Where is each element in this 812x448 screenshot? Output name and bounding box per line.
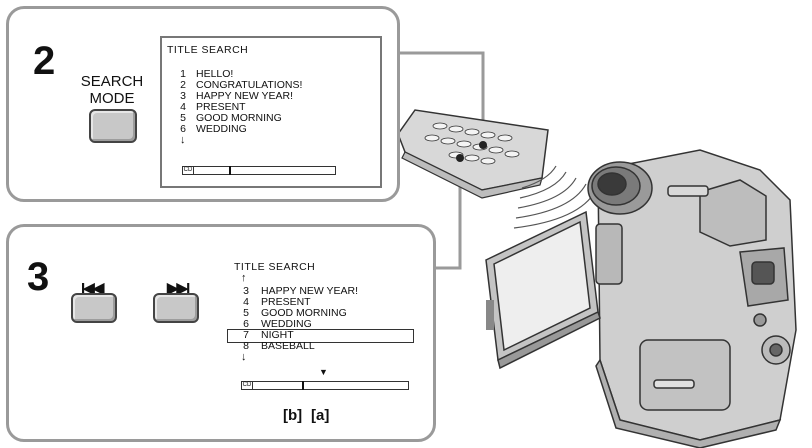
- list-item: 4 PRESENT: [162, 102, 380, 113]
- infrared-signal-icon: [513, 165, 597, 229]
- search-mode-label-line2: MODE: [89, 90, 135, 107]
- connector-line-step3: [434, 158, 462, 270]
- cassette-memory-icon: CD: [242, 382, 253, 389]
- item-title: HELLO!: [196, 68, 234, 80]
- list-item: 6 WEDDING: [229, 319, 418, 330]
- list-item: 6 WEDDING: [162, 124, 380, 135]
- item-number: 3: [243, 285, 249, 297]
- remote-commander-icon: [397, 109, 549, 199]
- item-number: 6: [180, 123, 186, 135]
- item-number: 4: [243, 296, 249, 308]
- step-2-panel: 2 SEARCH MODE TITLE SEARCH 1 HELLO! 2 CO…: [6, 6, 400, 202]
- item-number: 1: [180, 68, 186, 80]
- search-mode-label: SEARCH MODE: [71, 73, 153, 107]
- item-number: 7: [243, 329, 249, 341]
- step-number: 3: [27, 255, 50, 299]
- list-item-selected: 7 NIGHT: [229, 330, 418, 341]
- list-item: 1 HELLO!: [162, 69, 380, 80]
- item-title: PRESENT: [196, 101, 246, 113]
- previous-button[interactable]: [71, 293, 117, 323]
- list-item: 8 BASEBALL: [229, 341, 418, 352]
- tape-position-bar: CD: [241, 381, 409, 390]
- list-item: 3 HAPPY NEW YEAR!: [229, 286, 418, 297]
- item-title: HAPPY NEW YEAR!: [261, 285, 359, 297]
- list-item: 3 HAPPY NEW YEAR!: [162, 91, 380, 102]
- list-item: 5 GOOD MORNING: [229, 308, 418, 319]
- step-number: 2: [33, 39, 56, 83]
- search-mode-button[interactable]: [89, 109, 137, 143]
- title-search-screen: TITLE SEARCH ↑ 3 HAPPY NEW YEAR! 4 PRESE…: [227, 257, 420, 401]
- item-title: WEDDING: [196, 123, 247, 135]
- scroll-down-icon: ↓: [180, 134, 186, 146]
- screen-title: TITLE SEARCH: [167, 44, 249, 56]
- item-number: 3: [180, 90, 186, 102]
- item-title: GOOD MORNING: [196, 112, 282, 124]
- list-item: 2 CONGRATULATIONS!: [162, 80, 380, 91]
- scroll-up-icon: ↑: [241, 272, 247, 284]
- previous-icon: I◀◀: [81, 280, 104, 297]
- item-title: NIGHT: [261, 329, 294, 341]
- list-item: 4 PRESENT: [229, 297, 418, 308]
- connector-line-step2: [398, 51, 485, 145]
- item-number: 6: [243, 318, 249, 330]
- callout-b-label: [b]: [283, 407, 303, 424]
- item-title: HAPPY NEW YEAR!: [196, 90, 294, 102]
- tape-position-bar: CD: [182, 166, 336, 175]
- item-title: GOOD MORNING: [261, 307, 347, 319]
- item-number: 8: [243, 340, 249, 352]
- step-3-panel: 3 I◀◀ ▶▶I TITLE SEARCH ↑ 3 HAPPY NEW YEA…: [6, 224, 436, 442]
- item-title: PRESENT: [261, 296, 311, 308]
- current-position-marker: [302, 381, 304, 390]
- next-icon: ▶▶I: [167, 280, 190, 297]
- scroll-down-icon: ↓: [241, 351, 247, 363]
- title-search-screen: TITLE SEARCH 1 HELLO! 2 CONGRATULATIONS!…: [160, 36, 382, 188]
- next-button[interactable]: [153, 293, 199, 323]
- item-number: 5: [180, 112, 186, 124]
- camcorder-icon: [485, 149, 797, 448]
- item-number: 5: [243, 307, 249, 319]
- item-title: CONGRATULATIONS!: [196, 79, 303, 91]
- current-position-marker: [229, 166, 231, 175]
- item-number: 4: [180, 101, 186, 113]
- selected-row-highlight: [227, 329, 414, 343]
- item-title: WEDDING: [261, 318, 312, 330]
- cassette-memory-icon: CD: [183, 167, 194, 174]
- item-number: 2: [180, 79, 186, 91]
- list-item: 5 GOOD MORNING: [162, 113, 380, 124]
- screen-title: TITLE SEARCH: [234, 261, 316, 273]
- callout-a-label: [a]: [311, 407, 330, 424]
- item-title: BASEBALL: [261, 340, 315, 352]
- search-mode-label-line1: SEARCH: [80, 73, 144, 90]
- target-marker-icon: ▼: [319, 367, 328, 377]
